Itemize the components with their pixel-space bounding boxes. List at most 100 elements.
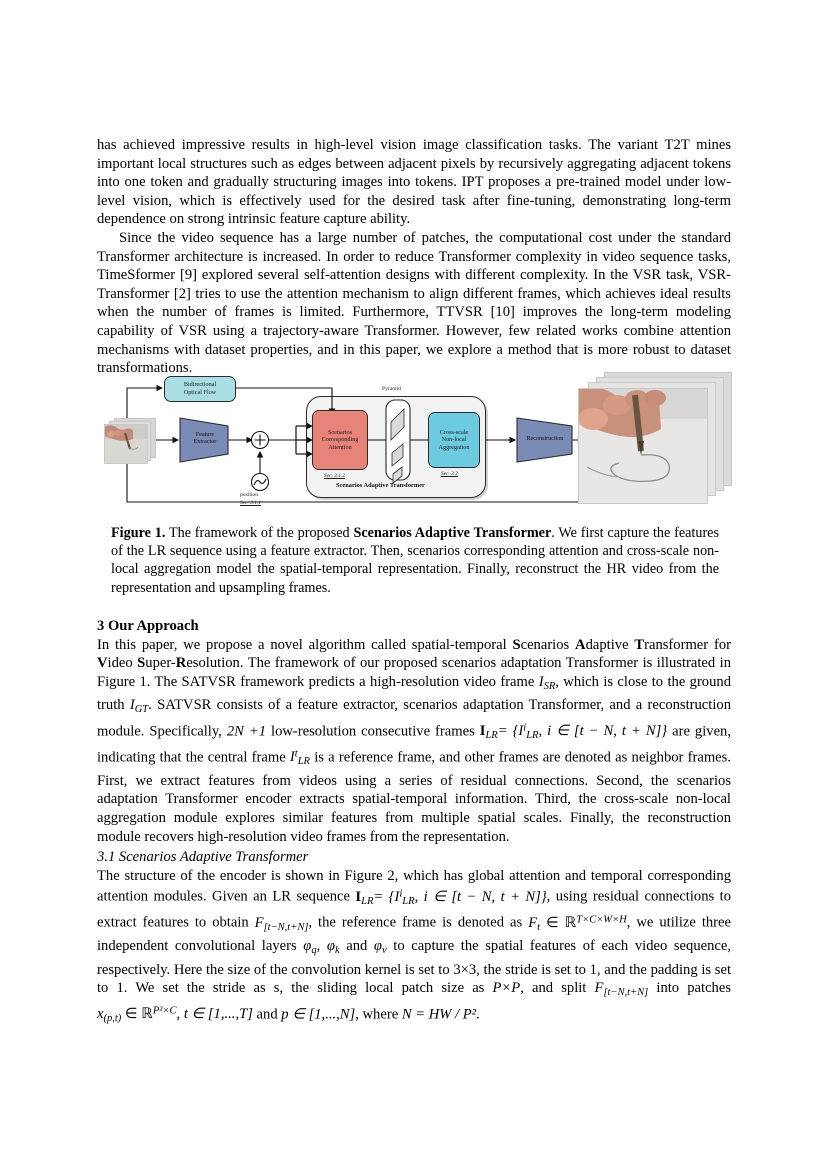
phi-k-sub: k <box>334 945 340 956</box>
math-I-GT: IGT <box>130 697 148 715</box>
math-ILR-tail: , i ∈ [t − N, t + N]} <box>538 723 668 740</box>
math-phi-v: φv <box>373 938 387 956</box>
s31-t9: into patches <box>648 980 732 997</box>
fe-line1: Feature <box>195 431 215 438</box>
eq3-sup: T×C×W×H <box>576 914 627 926</box>
figure-1-diagram: Bidirectional Optical Flow Feature Extra… <box>100 372 734 514</box>
s3-t1: In this paper, we propose a novel algori… <box>97 636 513 653</box>
eq3-base: F <box>528 914 538 931</box>
section-3-paragraph: In this paper, we propose a novel algori… <box>97 636 731 847</box>
eq1-base: I <box>355 888 362 905</box>
position-label: position <box>240 492 259 498</box>
s31-t5: , <box>316 938 327 955</box>
s3-bold-T: T <box>634 636 645 653</box>
s31-t1: The structure of the encoder is shown in… <box>97 867 731 905</box>
s3-t2: cenarios <box>520 636 576 653</box>
math-I-SR-base: I <box>538 673 544 690</box>
csnl-line1: Cross-scale <box>439 428 469 436</box>
section-3: 3 Our Approach In this paper, we propose… <box>97 617 731 846</box>
s3-t4: ransformer <box>644 636 709 653</box>
s31-t2: , using residual connections to extract … <box>97 888 731 931</box>
math-N-equals: N = HW / P² <box>401 1006 477 1023</box>
eq1-sup: i <box>399 888 403 900</box>
s3-bold-S2: S <box>137 655 146 672</box>
caption-pre: The framework of the proposed <box>165 525 354 541</box>
s3-t11: low-resolution consecutive frames <box>266 723 475 740</box>
math-x-patch: x(p,t) ∈ ℝP²×C, t ∈ [1,...,T] <box>97 1005 253 1025</box>
s31-t3: , the reference frame is denoted as <box>308 914 529 931</box>
math-phi-q: φq <box>303 938 317 956</box>
eq1-tail: , i ∈ [t − N, t + N]} <box>414 888 547 905</box>
math-ILR-set: ILR= {IiLR, i ∈ [t − N, t + N]} <box>479 722 668 742</box>
s3-t9: , which is close to the ground truth <box>97 673 731 714</box>
feature-extractor-label: Feature Extractor <box>182 428 228 450</box>
caption-bold: Scenarios Adaptive Transformer <box>353 525 552 541</box>
caption-label: Figure 1. <box>111 525 166 541</box>
s31-t8: , and split <box>520 980 595 997</box>
math-p-range: p ∈ [1,...,N] <box>281 1006 356 1023</box>
text-column: has achieved impressive results in high-… <box>97 136 731 378</box>
math-ILR-sub2: LR <box>526 730 539 742</box>
math-ILR-sup: i <box>523 722 527 734</box>
eq3-sub: t <box>537 921 541 933</box>
sca-line1: Scenarios <box>327 428 353 436</box>
csnl-line2: Non-local <box>441 436 467 444</box>
math-2N-plus-1: 2N +1 <box>226 723 267 740</box>
s3-t10: . SATVSR consists of a feature extractor… <box>97 697 731 740</box>
phi-q-sub: q <box>311 945 317 956</box>
section-3-1: 3.1 Scenarios Adaptive Transformer The s… <box>97 848 731 1029</box>
eq3-R: ℝ <box>564 914 577 931</box>
eq1-sub2: LR <box>402 895 415 907</box>
math-ILR-base: I <box>479 723 486 740</box>
reconstruction-label: Reconstruction <box>526 436 564 442</box>
eq3-in: ∈ <box>540 914 565 931</box>
optical-flow-line2: Optical Flow <box>183 389 217 396</box>
csnl-line3: Aggregation <box>438 443 470 451</box>
s31-t7: to capture the spatial features of each … <box>97 938 731 997</box>
sec-3-2-label: Sec. 3.2 <box>441 471 458 477</box>
s3-bold-S: S <box>512 636 521 653</box>
s3-bold-V: V <box>97 655 108 672</box>
s31-t4: , we utilize three independent convoluti… <box>97 914 732 955</box>
math-F-t-in-R: Ft ∈ ℝT×C×W×H <box>528 914 627 933</box>
math-I-SR-sub: SR <box>543 680 556 692</box>
phi-k-base: φ <box>326 938 335 955</box>
sec-3-1-2-label: Sec. 3.1.2 <box>324 473 345 479</box>
eq6-base: x <box>97 1006 104 1023</box>
math-ILR-t-base: I <box>289 749 295 766</box>
caption-post: . We first capture the features of the L… <box>111 525 720 596</box>
math-phi-k: φk <box>326 938 340 956</box>
s3-t5: for <box>713 636 731 653</box>
eq6-tail: , t ∈ [1,...,T] <box>176 1006 253 1023</box>
paragraph-2: Since the video sequence has a large num… <box>97 229 731 377</box>
eq6-sub: (p,t) <box>103 1013 122 1025</box>
eq5-base: F <box>594 980 604 997</box>
math-ILR-body: = {I <box>497 723 524 740</box>
eq5-sub: [t−N,t+N] <box>603 987 649 999</box>
s31-t11: , where <box>355 1006 402 1023</box>
sat-container-title: Scenarios Adaptive Transformer <box>336 482 425 489</box>
section-3-heading: 3 Our Approach <box>97 618 199 634</box>
section-3-1-paragraph: The structure of the encoder is shown in… <box>97 867 731 1029</box>
sca-line2: Corresponding <box>321 436 359 444</box>
math-eq-ILR-seq: ILR= {IiLR, i ∈ [t − N, t + N]} <box>355 888 547 907</box>
math-F-window: F[t−N,t+N] <box>255 915 309 933</box>
s3-bold-R: R <box>175 655 187 672</box>
s3-t3: daptive <box>585 636 635 653</box>
sum-circle-1 <box>250 430 270 450</box>
hr-frame-thumbnail <box>579 389 707 503</box>
paragraph-1: has achieved impressive results in high-… <box>97 137 731 228</box>
s31-t12: . <box>476 1006 480 1023</box>
cross-scale-non-local-aggregation-box: Cross-scale Non-local Aggregation <box>428 412 480 468</box>
bidirectional-optical-flow-box: Bidirectional Optical Flow <box>164 376 236 402</box>
s3-t13: is a reference frame, and other frames a… <box>97 749 731 845</box>
s3-t7: uper- <box>145 655 176 672</box>
section-3-1-heading: 3.1 Scenarios Adaptive Transformer <box>97 849 309 865</box>
s3-t8: esolution. The framework of our proposed… <box>97 655 731 690</box>
fe-line2: Extractor <box>193 439 217 445</box>
eq6-sup: P²×C <box>152 1005 177 1017</box>
s3-t6: ideo <box>107 655 138 672</box>
positional-encoding-circle <box>250 472 270 492</box>
phi-v-base: φ <box>373 938 382 955</box>
lr-input-frame-stack <box>104 418 156 464</box>
